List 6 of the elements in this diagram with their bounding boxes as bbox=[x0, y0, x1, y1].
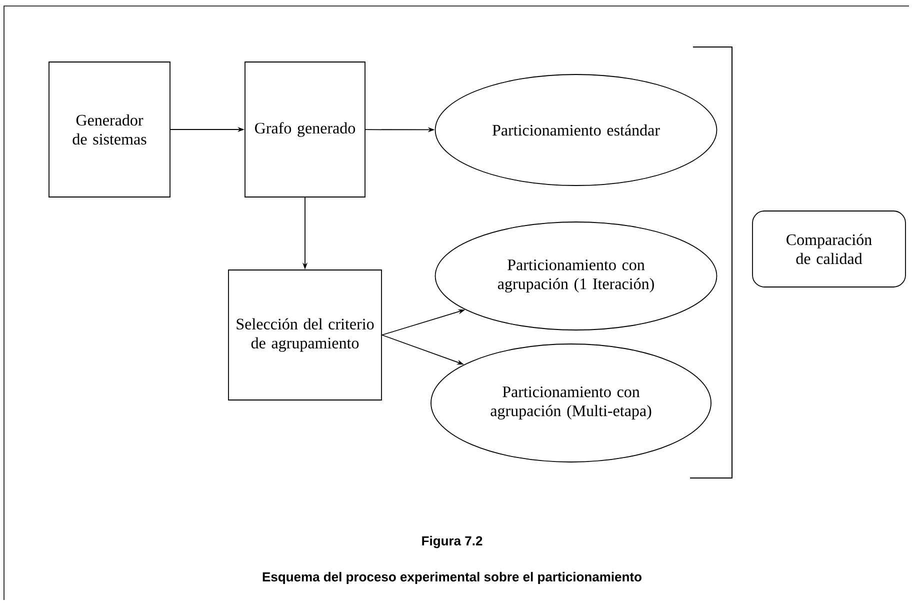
result-box: Comparación de calidad bbox=[752, 210, 906, 288]
process-box: Selección del criterio de agrupamiento bbox=[228, 270, 382, 400]
process-box: Grafo generado bbox=[244, 62, 366, 198]
figure-number: Figura 7.2 bbox=[422, 536, 482, 548]
caption: Esquema del proceso experimental sobre el particionamiento bbox=[262, 572, 642, 584]
process-box: Generador de sistemas bbox=[48, 62, 170, 198]
